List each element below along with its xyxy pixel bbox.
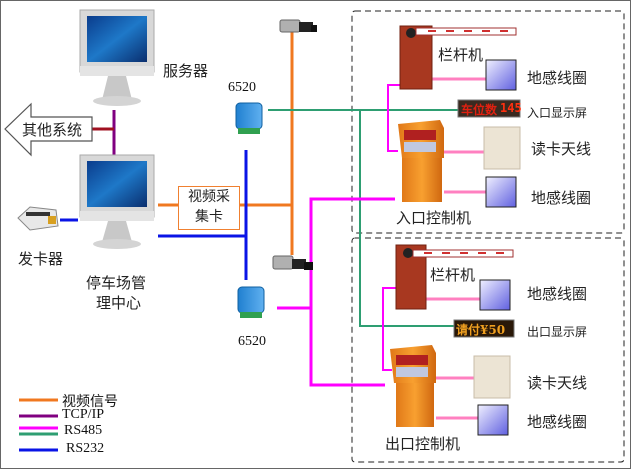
converter-6520-top-icon	[235, 102, 263, 134]
management-center-label-line1: 停车场管	[86, 274, 147, 292]
converter-top-label: 6520	[228, 80, 256, 95]
camera-icon-bottom	[272, 255, 313, 270]
server-monitor-icon	[79, 9, 155, 106]
converter-bottom-label: 6520	[238, 334, 266, 349]
rs485-green-exit	[359, 110, 455, 327]
exit-display-label: 出口显示屏	[527, 325, 588, 339]
entrance-barrier-label: 栏杆机	[438, 46, 484, 64]
exit-loop-bottom-icon	[477, 404, 509, 436]
entrance-antenna-icon	[483, 126, 521, 170]
video-capture-card-line2: 集卡	[195, 209, 223, 225]
entrance-loop-bottom-label: 地感线圈	[531, 189, 592, 207]
entrance-controller-label: 入口控制机	[396, 209, 472, 227]
card-issuer-label: 发卡器	[18, 250, 64, 268]
server-label: 服务器	[163, 62, 209, 80]
video-capture-card-line1: 视频采	[188, 189, 230, 205]
converter-6520-bottom-icon	[237, 286, 265, 318]
exit-antenna-icon	[473, 355, 511, 399]
card-issuer-icon	[17, 206, 59, 231]
legend-label-video: 视频信号	[62, 395, 118, 410]
exit-display-icon	[453, 319, 515, 338]
legend-label-rs232: RS232	[66, 441, 105, 456]
exit-barrier-label: 栏杆机	[430, 266, 476, 284]
entrance-display-icon	[457, 99, 521, 118]
exit-controller-icon	[390, 345, 436, 427]
entrance-antenna-label: 读卡天线	[531, 140, 592, 158]
exit-antenna-label: 读卡天线	[527, 374, 588, 392]
rs485-magenta-entrance	[309, 197, 395, 258]
exit-controller-label: 出口控制机	[385, 435, 461, 453]
entrance-loop-top-icon	[485, 59, 517, 91]
camera-icon-top	[279, 19, 317, 33]
exit-barrier-gate-icon	[395, 244, 514, 310]
video-capture-card-box: 视频采 集卡	[178, 186, 240, 230]
entrance-display-value: 145	[500, 101, 522, 115]
entrance-zone	[351, 10, 625, 234]
exit-loop-top-label: 地感线圈	[527, 285, 588, 303]
exit-zone	[351, 237, 625, 463]
exit-display-text: 请付¥50	[456, 323, 506, 337]
entrance-loop-bottom-icon	[485, 176, 517, 208]
entrance-display-label: 入口显示屏	[527, 106, 588, 120]
management-center-monitor-icon	[79, 154, 155, 249]
rs485-magenta-exit	[277, 306, 385, 387]
legend-label-tcpip: TCP/IP	[62, 407, 105, 422]
entrance-display-text: 车位数	[461, 103, 498, 117]
exit-loop-top-icon	[479, 279, 511, 311]
management-center-label-line2: 理中心	[96, 294, 142, 312]
other-systems-arrow	[4, 102, 93, 157]
entrance-barrier-gate-icon	[399, 25, 517, 90]
other-systems-label: 其他系统	[22, 121, 83, 139]
entrance-loop-top-label: 地感线圈	[527, 69, 588, 87]
legend-label-rs485: RS485	[64, 423, 103, 438]
exit-barrier-link	[382, 287, 398, 371]
entrance-controller-icon	[398, 120, 444, 202]
entrance-barrier-link	[387, 84, 402, 152]
exit-loop-bottom-label: 地感线圈	[527, 413, 588, 431]
